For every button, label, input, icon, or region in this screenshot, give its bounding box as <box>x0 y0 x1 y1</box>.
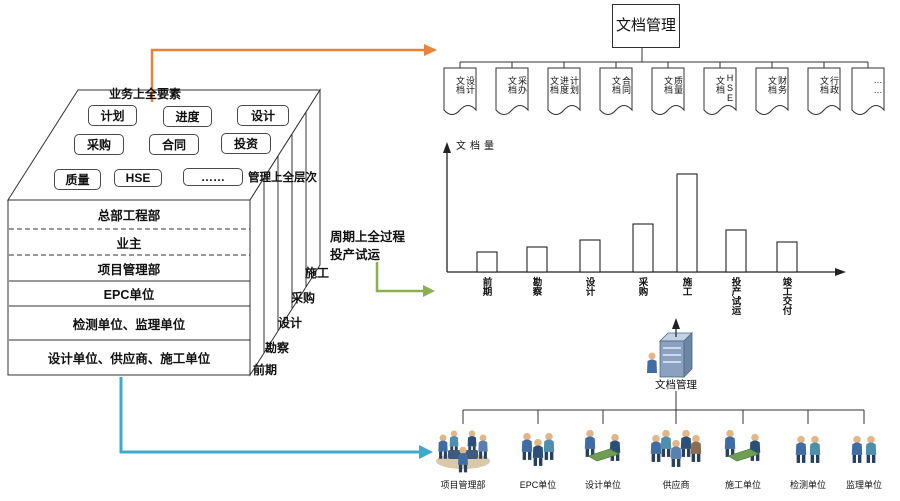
doc-type-label: 设计文档 <box>455 76 475 94</box>
x-tick-label: 投产试运 <box>729 277 741 315</box>
standing-people-icon <box>851 435 877 463</box>
flow-arrow-orange-head <box>424 44 437 56</box>
doc-type-label: HSE文档 <box>715 73 735 103</box>
org-up-arrow-head <box>672 318 680 329</box>
document-icon <box>599 67 633 115</box>
element-tag: 质量 <box>54 169 101 190</box>
x-tick-label: 竣工交付 <box>780 277 792 315</box>
element-tag: …… <box>183 168 243 186</box>
bar <box>476 251 498 273</box>
desk-people-icon <box>724 429 761 462</box>
desk-people-icon <box>584 429 621 462</box>
element-tag: 进度 <box>163 106 212 127</box>
doc-type-label: 行政文档 <box>819 76 839 94</box>
level-row: 业主 <box>116 236 142 251</box>
cycle-label-2: 投产试运 <box>330 248 381 262</box>
level-row: EPC单位 <box>103 288 155 302</box>
cycle-label-1: 周期上全过程 <box>330 230 406 244</box>
phase-label: 勘察 <box>265 341 290 355</box>
level-row: 检测单位、监理单位 <box>72 317 186 332</box>
document-icon <box>851 67 885 115</box>
element-tag: 投资 <box>221 133 271 154</box>
phase-label: 施工 <box>305 266 330 280</box>
generated-graphics <box>436 61 885 473</box>
flow-arrow-green-head <box>423 285 435 297</box>
phase-label: 前期 <box>253 363 278 377</box>
flow-arrow-green <box>375 262 423 293</box>
document-icon <box>495 67 529 115</box>
document-icon <box>755 67 789 115</box>
document-icon <box>703 67 737 115</box>
element-tag: 合同 <box>149 134 199 155</box>
x-axis-arrow <box>835 268 846 276</box>
doc-type-label: 财务文档 <box>767 76 787 94</box>
x-tick-label: 设计 <box>583 277 595 296</box>
element-tag: 设计 <box>237 105 289 126</box>
cube-top-label: 业务上全要素 <box>109 87 182 101</box>
phase-label: 采购 <box>291 291 316 305</box>
document-icon <box>807 67 841 115</box>
doc-type-label: 计划进度文档 <box>549 76 579 94</box>
x-tick-label: 勘察 <box>530 277 542 296</box>
bar <box>776 241 798 273</box>
flow-arrow-blue-head <box>419 445 433 459</box>
element-tag: 采购 <box>74 134 124 155</box>
element-tag: HSE <box>114 169 162 187</box>
doc-type-label: 质量文档 <box>663 76 683 94</box>
x-tick-label: 施工 <box>680 277 692 296</box>
doc-type-label: …… <box>873 75 883 95</box>
level-row: 总部工程部 <box>97 209 161 223</box>
org-node-label: 监理单位 <box>845 480 882 490</box>
x-tick-label: 前期 <box>480 277 492 296</box>
org-node-label: 项目管理部 <box>440 480 486 490</box>
bar <box>579 239 601 273</box>
meeting-people-icon <box>436 430 490 473</box>
y-axis-arrow <box>443 142 451 153</box>
bar <box>526 246 548 273</box>
org-node-label: 供应商 <box>662 480 690 490</box>
phase-label: 设计 <box>278 316 303 330</box>
org-root-label: 文档管理 <box>655 379 697 391</box>
flow-arrow-orange <box>150 48 424 102</box>
document-server-icon <box>647 332 693 378</box>
document-icon <box>651 67 685 115</box>
document-icon <box>443 67 477 115</box>
level-row: 设计单位、供应商、施工单位 <box>47 352 211 366</box>
bar <box>632 223 654 273</box>
standing-people-icon <box>521 432 555 466</box>
bar <box>725 229 747 273</box>
org-node-label: 施工单位 <box>724 480 761 490</box>
chart-y-axis-label: 文档量 <box>456 141 498 152</box>
bar <box>676 173 698 273</box>
doc-type-label: 采办文档 <box>507 76 527 94</box>
doc-tree-root-box: 文档管理 <box>612 4 680 48</box>
level-row: 项目管理部 <box>97 262 161 277</box>
x-tick-label: 采购 <box>636 277 648 296</box>
doc-type-label: 合同文档 <box>611 76 631 94</box>
org-node-label: EPC单位 <box>519 480 557 490</box>
org-node-label: 检测单位 <box>789 480 826 490</box>
element-tag: 计划 <box>88 105 137 126</box>
standing-people-icon <box>650 429 702 467</box>
cube-right-label: 管理上全层次 <box>248 172 317 184</box>
org-node-label: 设计单位 <box>584 480 621 490</box>
document-icon <box>547 67 581 115</box>
flow-arrow-blue <box>119 377 419 454</box>
standing-people-icon <box>795 435 821 463</box>
